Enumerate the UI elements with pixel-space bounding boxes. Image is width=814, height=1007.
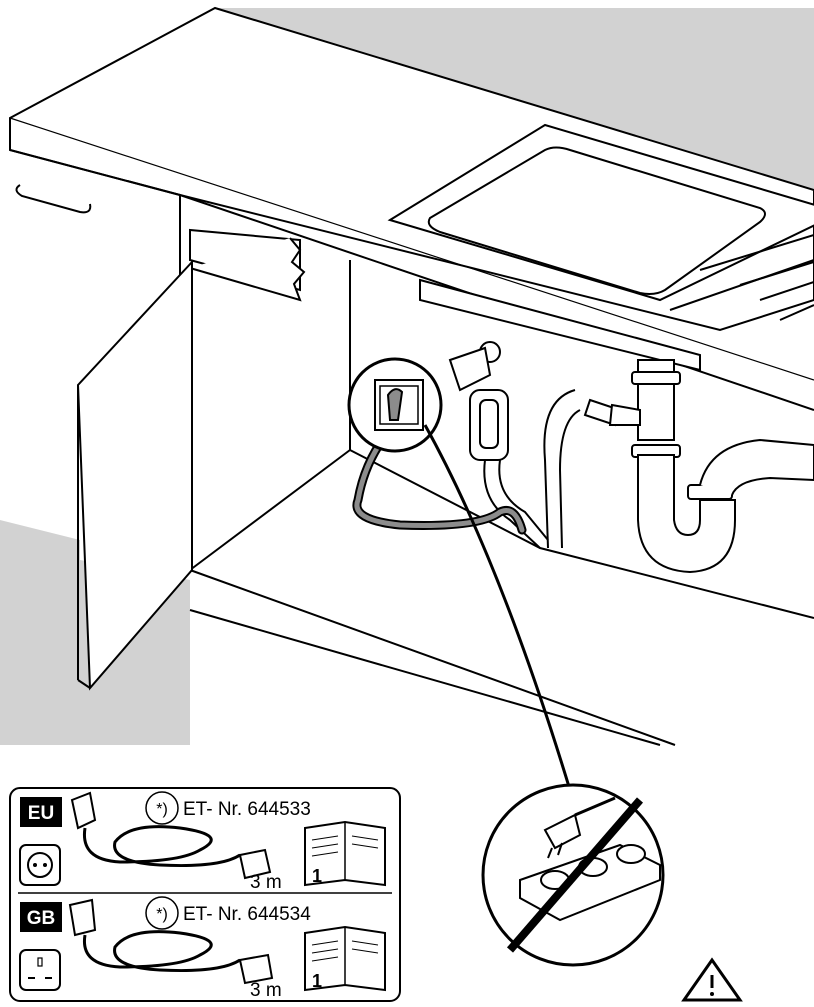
spare-parts-panel: EU *) ET- Nr. 644533 3 m 1 (9, 787, 401, 1002)
cable-length-gb: 3 m (250, 980, 282, 1001)
manual-icon-gb: 1 (304, 925, 386, 992)
region-label-gb: GB (27, 908, 56, 929)
drawer-handle (15, 184, 92, 214)
wall-socket-callout (347, 357, 443, 453)
coiled-cable-icon (82, 825, 241, 868)
schuko-plug-icon (70, 791, 97, 830)
schuko-socket-icon (19, 844, 61, 886)
region-label-eu: EU (28, 803, 54, 824)
warning-triangle-icon (681, 957, 743, 1002)
uk-plug-icon (68, 898, 97, 937)
coiled-cable-icon-gb (82, 930, 241, 973)
manual-page-eu: 1 (312, 866, 322, 886)
drain-pipe (583, 359, 814, 574)
footnote-circle (145, 791, 179, 825)
manual-page-gb: 1 (312, 971, 322, 991)
cut-panel-edge (189, 237, 306, 302)
callout-leader-line (423, 424, 572, 791)
footnote-marker: *) (156, 801, 168, 818)
region-badge-eu (20, 797, 62, 827)
cable-length-eu: 3 m (250, 872, 282, 893)
appliance-connector-icon (238, 848, 272, 880)
power-strip-prohibited-icon (481, 783, 665, 967)
hoses (483, 389, 581, 549)
part-number-gb: ET- Nr. 644534 (183, 904, 311, 925)
variant-gb: GB *) ET- Nr. 644534 3 m 1 (19, 896, 386, 1001)
appliance-connector-icon-gb (238, 953, 274, 985)
manual-icon: 1 (304, 820, 386, 887)
part-number-eu: ET- Nr. 644533 (183, 799, 311, 820)
region-badge-gb (20, 902, 62, 932)
footnote-marker-gb: *) (156, 906, 168, 923)
uk-socket-icon (19, 949, 61, 991)
variant-eu: EU *) ET- Nr. 644533 3 m 1 (19, 791, 386, 893)
cabinet-door (76, 259, 193, 691)
footnote-circle-gb (145, 896, 179, 930)
sink (387, 123, 814, 372)
water-tap (448, 341, 509, 461)
